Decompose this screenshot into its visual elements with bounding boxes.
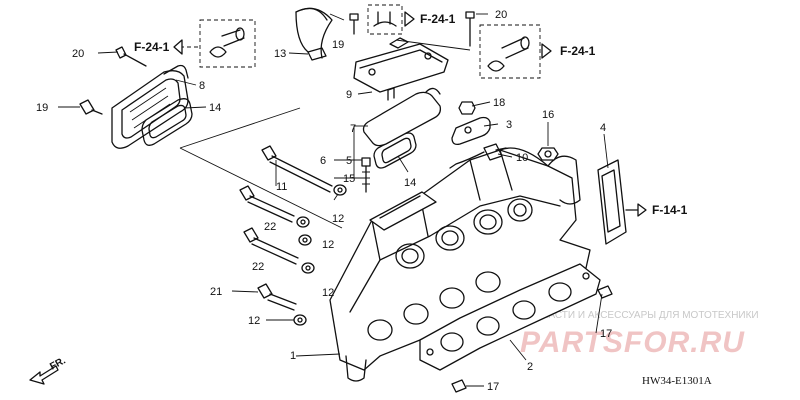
bolt-part-18[interactable] — [458, 101, 476, 115]
callout-12-d[interactable]: 12 — [248, 315, 260, 327]
callout-4[interactable]: 4 — [600, 122, 606, 134]
front-arrow-icon — [29, 365, 59, 385]
front-direction-indicator: FR. — [29, 355, 68, 385]
callout-20-left[interactable]: 20 — [72, 48, 84, 60]
callout-12-b[interactable]: 12 — [322, 239, 334, 251]
callout-21[interactable]: 21 — [210, 286, 222, 298]
washer-part-12-a[interactable] — [333, 184, 347, 196]
gasket-part-14-left[interactable] — [141, 98, 193, 146]
bolt-part-22-b[interactable] — [243, 227, 299, 265]
gasket-part-2[interactable] — [419, 263, 601, 371]
callout-8[interactable]: 8 — [199, 80, 205, 92]
callout-15[interactable]: 15 — [343, 173, 355, 185]
callout-18[interactable]: 18 — [493, 97, 505, 109]
callout-14-left[interactable]: 14 — [209, 102, 221, 114]
bolt-part-20-left[interactable] — [115, 46, 147, 67]
arrow-right-icon-3 — [637, 203, 647, 217]
callout-14-center[interactable]: 14 — [404, 177, 416, 189]
callout-10[interactable]: 10 — [516, 152, 528, 164]
arrow-right-icon-2 — [541, 43, 552, 59]
bolt-part-19-left[interactable] — [79, 99, 103, 115]
callout-20-top[interactable]: 20 — [495, 9, 507, 21]
callout-16[interactable]: 16 — [542, 109, 554, 121]
callout-11[interactable]: 11 — [276, 181, 287, 193]
callout-9[interactable]: 9 — [346, 89, 352, 101]
diagram-code: HW34-E1301A — [642, 375, 712, 387]
callout-19-left[interactable]: 19 — [36, 102, 48, 114]
dowel-part-17-bottom[interactable] — [451, 379, 467, 393]
callout-22-a[interactable]: 22 — [264, 221, 276, 233]
callout-7[interactable]: 7 — [350, 123, 356, 135]
gasket-part-4[interactable] — [597, 159, 647, 245]
bracket-plate-part-9[interactable] — [353, 37, 449, 93]
callout-1[interactable]: 1 — [290, 350, 296, 362]
arrow-left-icon — [173, 39, 183, 55]
bolt-part-19-top[interactable] — [349, 13, 359, 35]
sensor-part-10[interactable] — [449, 143, 507, 169]
callout-labels: 20 19 8 14 13 19 20 9 7 6 5 15 11 12 14 … — [36, 9, 612, 393]
exhaust-manifold-part-1[interactable] — [329, 147, 591, 382]
ref-f14-1[interactable]: F-14-1 — [652, 203, 688, 217]
bolt-part-21[interactable] — [257, 283, 297, 311]
ref-f24-1-top[interactable]: F-24-1 — [420, 12, 456, 26]
arrow-right-icon — [404, 11, 415, 27]
callout-12-a[interactable]: 12 — [332, 213, 344, 225]
callout-17-right[interactable]: 17 — [600, 328, 612, 340]
bolt-part-22-a[interactable] — [239, 185, 295, 223]
washer-part-12-d[interactable] — [301, 262, 315, 274]
ref-box-left: F-24-1 — [134, 19, 256, 68]
callout-2[interactable]: 2 — [527, 361, 533, 373]
callout-17-bottom[interactable]: 17 — [487, 381, 499, 393]
stud-part-6[interactable] — [361, 157, 371, 193]
watermark-tagline: ЗАПЧАСТИ И АКСЕССУАРЫ ДЛЯ МОТОТЕХНИКИ — [522, 310, 759, 321]
ref-f24-1-left[interactable]: F-24-1 — [134, 40, 170, 54]
callout-12-c[interactable]: 12 — [322, 287, 334, 299]
ref-box-top: F-24-1 — [367, 4, 456, 35]
gasket-part-14-center[interactable] — [373, 132, 417, 169]
callout-3[interactable]: 3 — [506, 119, 512, 131]
callout-19-top[interactable]: 19 — [332, 39, 344, 51]
callout-13[interactable]: 13 — [274, 48, 286, 60]
bolt-part-11[interactable] — [261, 145, 333, 193]
callout-22-b[interactable]: 22 — [252, 261, 264, 273]
ref-box-right: F-24-1 — [479, 24, 596, 79]
watermark-site: PARTSFOR.RU — [520, 326, 745, 359]
dowel-part-17-right[interactable] — [597, 285, 613, 299]
washer-part-12-e[interactable] — [293, 314, 307, 326]
plate-part-3[interactable] — [451, 116, 491, 146]
ref-f24-1-right[interactable]: F-24-1 — [560, 44, 596, 58]
leader-lines — [58, 13, 609, 387]
washer-part-12-b[interactable] — [296, 216, 310, 228]
callout-6[interactable]: 6 — [320, 155, 326, 167]
nut-part-16[interactable] — [537, 147, 559, 161]
bolt-part-20-top[interactable] — [465, 11, 475, 47]
washer-part-12-c[interactable] — [298, 234, 312, 246]
flange-part-7[interactable] — [362, 87, 442, 147]
clamp-band-part-13[interactable] — [295, 7, 333, 61]
callout-5[interactable]: 5 — [346, 155, 352, 167]
front-label: FR. — [48, 355, 68, 372]
